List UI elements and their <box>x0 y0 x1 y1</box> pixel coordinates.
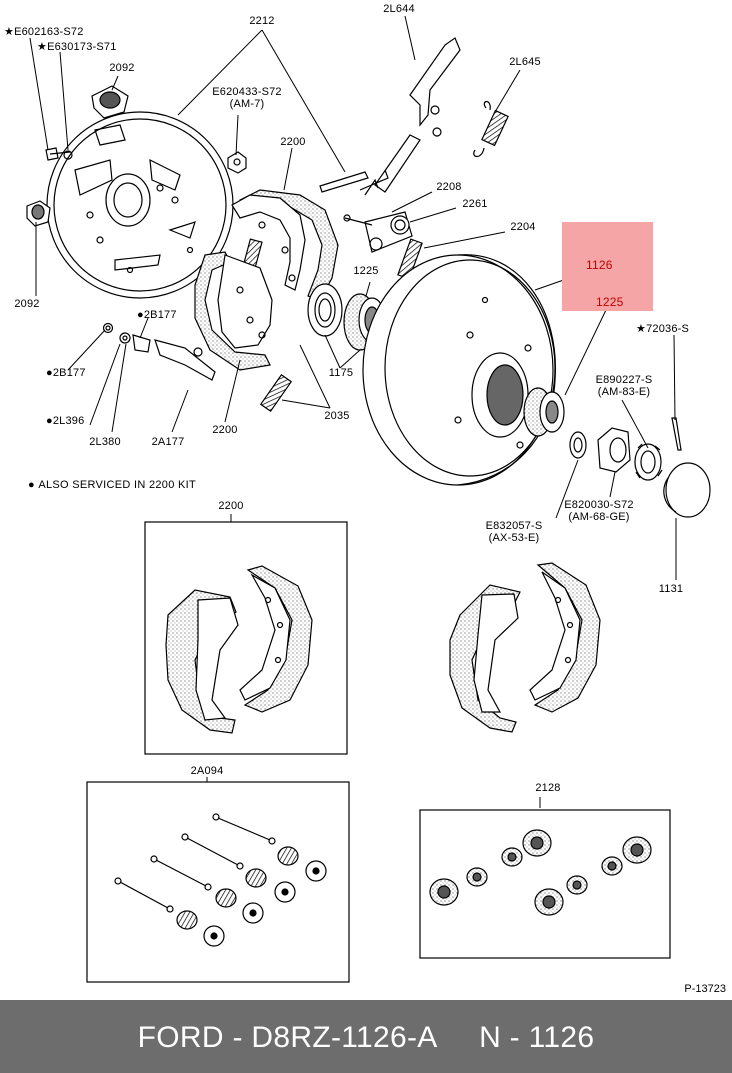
label-1126-highlight: 1126 <box>586 258 613 272</box>
label-e832057-text: E832057-S <box>485 520 543 532</box>
label-2l396: ●2L396 <box>46 415 85 427</box>
adjuster-strut <box>319 169 389 196</box>
kit-note: ● ALSO SERVICED IN 2200 KIT <box>28 479 197 491</box>
label-2200-mid: 2200 <box>212 424 238 436</box>
figure-reference: P-13723 <box>684 983 726 995</box>
kit-note-text: ALSO SERVICED IN 2200 KIT <box>38 479 197 491</box>
label-2261: 2261 <box>462 198 488 210</box>
label-e820030: E820030-S72(AM-68-GE) <box>564 499 633 523</box>
label-2200-top: 2200 <box>280 136 306 148</box>
label-e890227: E890227-S(AM-83-E) <box>596 374 653 398</box>
nut-e620433 <box>227 151 247 174</box>
spring-2035 <box>259 373 293 413</box>
label-2035: 2035 <box>324 410 350 422</box>
label-1175: 1175 <box>328 367 354 379</box>
kit-box-2200 <box>144 521 348 755</box>
kit-box-2a094 <box>86 781 350 983</box>
label-e602163-text: E602163-S72 <box>14 26 84 38</box>
label-2a177: 2A177 <box>151 436 185 448</box>
label-2200-kit: 2200 <box>218 500 244 512</box>
label-e890227-sub: (AM-83-E) <box>597 386 651 398</box>
label-1225-highlight: 1225 <box>596 295 624 309</box>
label-2092-top: 2092 <box>109 62 135 74</box>
wheel-cylinder <box>343 211 413 253</box>
outer-bearing <box>523 387 565 437</box>
cotter-pin <box>671 417 682 451</box>
grease-cap <box>663 462 711 518</box>
label-e620433-text: E620433-S72 <box>212 86 282 98</box>
nut-e820030 <box>597 427 631 473</box>
footer-bar: FORD - D8RZ-1126-A N - 1126 <box>0 1000 732 1073</box>
label-2b177-upper-text: 2B177 <box>143 309 177 321</box>
label-2208: 2208 <box>436 181 462 193</box>
plug-lower-left <box>26 200 51 227</box>
label-e820030-text: E820030-S72 <box>564 499 634 511</box>
label-1225-inner: 1225 <box>353 265 379 277</box>
label-2l644: 2L644 <box>383 3 415 15</box>
nut-retainer <box>634 443 663 481</box>
leader-lines <box>29 15 677 808</box>
label-2092-left: 2092 <box>14 298 40 310</box>
label-2a094: 2A094 <box>190 765 224 777</box>
label-72036-text: 72036-S <box>646 323 690 335</box>
label-2l396-text: 2L396 <box>52 415 85 427</box>
brake-shoe-lower <box>194 251 273 371</box>
label-e630173-text: E630173-S71 <box>47 41 117 53</box>
kit-hardware-cups <box>203 860 327 947</box>
label-e620433: E620433-S72(AM-7) <box>212 86 281 110</box>
label-2b177-upper: ●2B177 <box>137 309 177 321</box>
washer-e832057 <box>569 431 587 459</box>
spring-2l645 <box>473 100 509 158</box>
label-72036: ★72036-S <box>636 323 690 335</box>
label-e832057-sub: (AX-53-E) <box>488 532 540 544</box>
pin-2l380 <box>119 332 131 344</box>
label-2128: 2128 <box>535 782 561 794</box>
diagram-drawing <box>26 15 711 983</box>
label-2212: 2212 <box>249 15 275 27</box>
label-2l645: 2L645 <box>509 56 541 68</box>
bolt-e602163 <box>45 147 71 161</box>
brake-drum <box>362 254 557 486</box>
kit-shoes-right <box>449 562 601 733</box>
label-e890227-text: E890227-S <box>595 374 653 386</box>
washer-2l396 <box>102 322 114 334</box>
nut-e630173 <box>63 150 73 160</box>
label-e620433-sub: (AM-7) <box>229 98 265 110</box>
parking-brake-lever <box>374 37 461 193</box>
exploded-parts-diagram: 2212 2L644 ★E602163-S72 ★E630173-S71 209… <box>4 3 726 995</box>
label-1131: 1131 <box>658 583 684 595</box>
label-2b177-lower: ●2B177 <box>46 367 86 379</box>
footer-part-number: FORD - D8RZ-1126-A N - 1126 <box>137 1021 595 1054</box>
brake-shoe-upper <box>231 189 339 301</box>
kit-hardware-springs <box>176 846 299 930</box>
grease-seal <box>307 283 343 337</box>
backing-plate <box>46 111 234 299</box>
label-e832057: E832057-S(AX-53-E) <box>486 520 543 544</box>
label-e602163: ★E602163-S72 <box>4 26 84 38</box>
label-2204: 2204 <box>510 221 536 233</box>
highlight-box <box>562 222 653 311</box>
label-2b177-lower-text: 2B177 <box>52 367 86 379</box>
label-e630173: ★E630173-S71 <box>37 41 117 53</box>
label-2l380: 2L380 <box>89 436 121 448</box>
kit-box-2128 <box>419 809 671 959</box>
parking-lever-2a177 <box>132 334 216 381</box>
label-e820030-sub: (AM-68-GE) <box>568 511 630 523</box>
adjuster-plug <box>91 85 129 119</box>
